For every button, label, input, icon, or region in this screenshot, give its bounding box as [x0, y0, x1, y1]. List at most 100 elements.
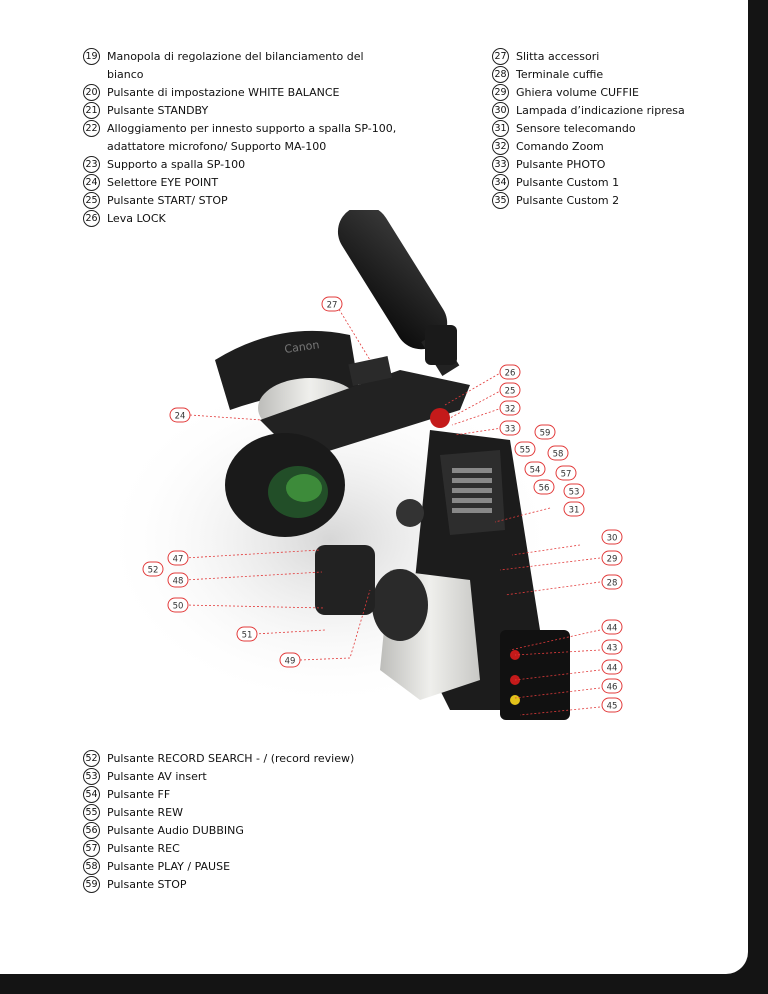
- svg-text:57: 57: [561, 470, 572, 480]
- legend-number: 22: [83, 120, 100, 137]
- brand-logo: Canon: [284, 338, 321, 356]
- legend-item: 26 Leva LOCK: [83, 210, 403, 228]
- legend-text-line2: adattatore microfono/ Supporto MA-100: [107, 140, 327, 153]
- legend-number: 56: [83, 822, 100, 839]
- callout: 27: [321, 296, 343, 312]
- svg-text:50: 50: [173, 602, 184, 612]
- record-button-area: [430, 408, 450, 428]
- viewfinder-glass-highlight: [286, 474, 322, 502]
- legend-item: 20 Pulsante di impostazione WHITE BALANCE: [83, 84, 403, 102]
- svg-text:52: 52: [148, 566, 159, 576]
- legend-text: Leva LOCK: [107, 212, 166, 225]
- callout: 28: [601, 574, 623, 590]
- camcorder-figure: Canon: [0, 205, 748, 750]
- legend-text: Selettore EYE POINT: [107, 176, 219, 189]
- legend-number: 28: [492, 66, 509, 83]
- callout: 30: [601, 529, 623, 545]
- callout-labels: 27 26 25 32 24 33 59 55 58 54 57 56 53 3…: [142, 296, 623, 713]
- callout: 26: [499, 364, 521, 380]
- legend-text: Lampada d’indicazione ripresa: [516, 104, 685, 117]
- legend-text: Pulsante STOP: [107, 878, 187, 891]
- legend-item: 19 Manopola di regolazione del bilanciame…: [83, 48, 403, 84]
- callout: 58: [547, 445, 569, 461]
- legend-left: 19 Manopola di regolazione del bilanciame…: [83, 48, 403, 228]
- legend-text: Pulsante PHOTO: [516, 158, 606, 171]
- legend-text: Pulsante di impostazione WHITE BALANCE: [107, 86, 340, 99]
- legend-text: Pulsante START/ STOP: [107, 194, 228, 207]
- mic-holder: [425, 325, 457, 365]
- svg-text:29: 29: [607, 555, 618, 565]
- legend-number: 19: [83, 48, 100, 65]
- lens-front: [372, 569, 428, 641]
- legend-number: 26: [83, 210, 100, 227]
- callout: 43: [601, 639, 623, 655]
- legend-text: Pulsante AV insert: [107, 770, 207, 783]
- legend-number: 33: [492, 156, 509, 173]
- svg-text:45: 45: [607, 702, 618, 712]
- callout: 25: [499, 382, 521, 398]
- callout: 52: [142, 561, 164, 577]
- svg-text:58: 58: [553, 450, 564, 460]
- svg-text:49: 49: [285, 657, 296, 667]
- legend-text: Manopola di regolazione del bilanciament…: [107, 50, 364, 81]
- legend-item: 58 Pulsante PLAY / PAUSE: [83, 858, 403, 876]
- svg-text:31: 31: [569, 506, 580, 516]
- svg-text:25: 25: [505, 387, 516, 397]
- legend-text-line1: Alloggiamento per innesto supporto a spa…: [107, 122, 397, 135]
- legend-item: 21 Pulsante STANDBY: [83, 102, 403, 120]
- legend-item: 56 Pulsante Audio DUBBING: [83, 822, 403, 840]
- legend-text: Pulsante Custom 2: [516, 194, 620, 207]
- svg-text:44: 44: [607, 624, 618, 634]
- svg-text:24: 24: [175, 412, 186, 422]
- accessory-shoe: [348, 356, 393, 386]
- svg-text:54: 54: [530, 466, 541, 476]
- callout: 49: [279, 652, 301, 668]
- legend-item: 35 Pulsante Custom 2: [492, 192, 732, 210]
- svg-text:47: 47: [173, 555, 184, 565]
- legend-text: Pulsante PLAY / PAUSE: [107, 860, 231, 873]
- svg-text:30: 30: [607, 534, 618, 544]
- legend-number: 20: [83, 84, 100, 101]
- legend-text: Terminale cuffie: [516, 68, 604, 81]
- svg-text:28: 28: [607, 579, 618, 589]
- callout: 56: [533, 479, 555, 495]
- callout: 31: [563, 501, 585, 517]
- callout: 54: [524, 461, 546, 477]
- legend-text: Pulsante STANDBY: [107, 104, 209, 117]
- callout: 47: [167, 550, 189, 566]
- transport-buttons: [452, 468, 492, 513]
- legend-text: Alloggiamento per innesto supporto a spa…: [107, 120, 396, 156]
- callout: 59: [534, 424, 556, 440]
- legend-number: 58: [83, 858, 100, 875]
- callout: 50: [167, 597, 189, 613]
- manual-page: 19 Manopola di regolazione del bilanciame…: [0, 0, 748, 974]
- legend-number: 24: [83, 174, 100, 191]
- svg-text:59: 59: [540, 429, 551, 439]
- legend-text: Pulsante Audio DUBBING: [107, 824, 244, 837]
- legend-number: 54: [83, 786, 100, 803]
- svg-text:43: 43: [607, 644, 618, 654]
- callout: 48: [167, 572, 189, 588]
- legend-item: 33 Pulsante PHOTO: [492, 156, 732, 174]
- legend-number: 21: [83, 102, 100, 119]
- legend-text: Pulsante REW: [107, 806, 183, 819]
- callout: 29: [601, 550, 623, 566]
- callout: 44: [601, 619, 623, 635]
- svg-text:27: 27: [327, 301, 338, 311]
- legend-number: 35: [492, 192, 509, 209]
- side-controls: [315, 545, 375, 615]
- svg-text:56: 56: [539, 484, 550, 494]
- legend-text: Supporto a spalla SP-100: [107, 158, 246, 171]
